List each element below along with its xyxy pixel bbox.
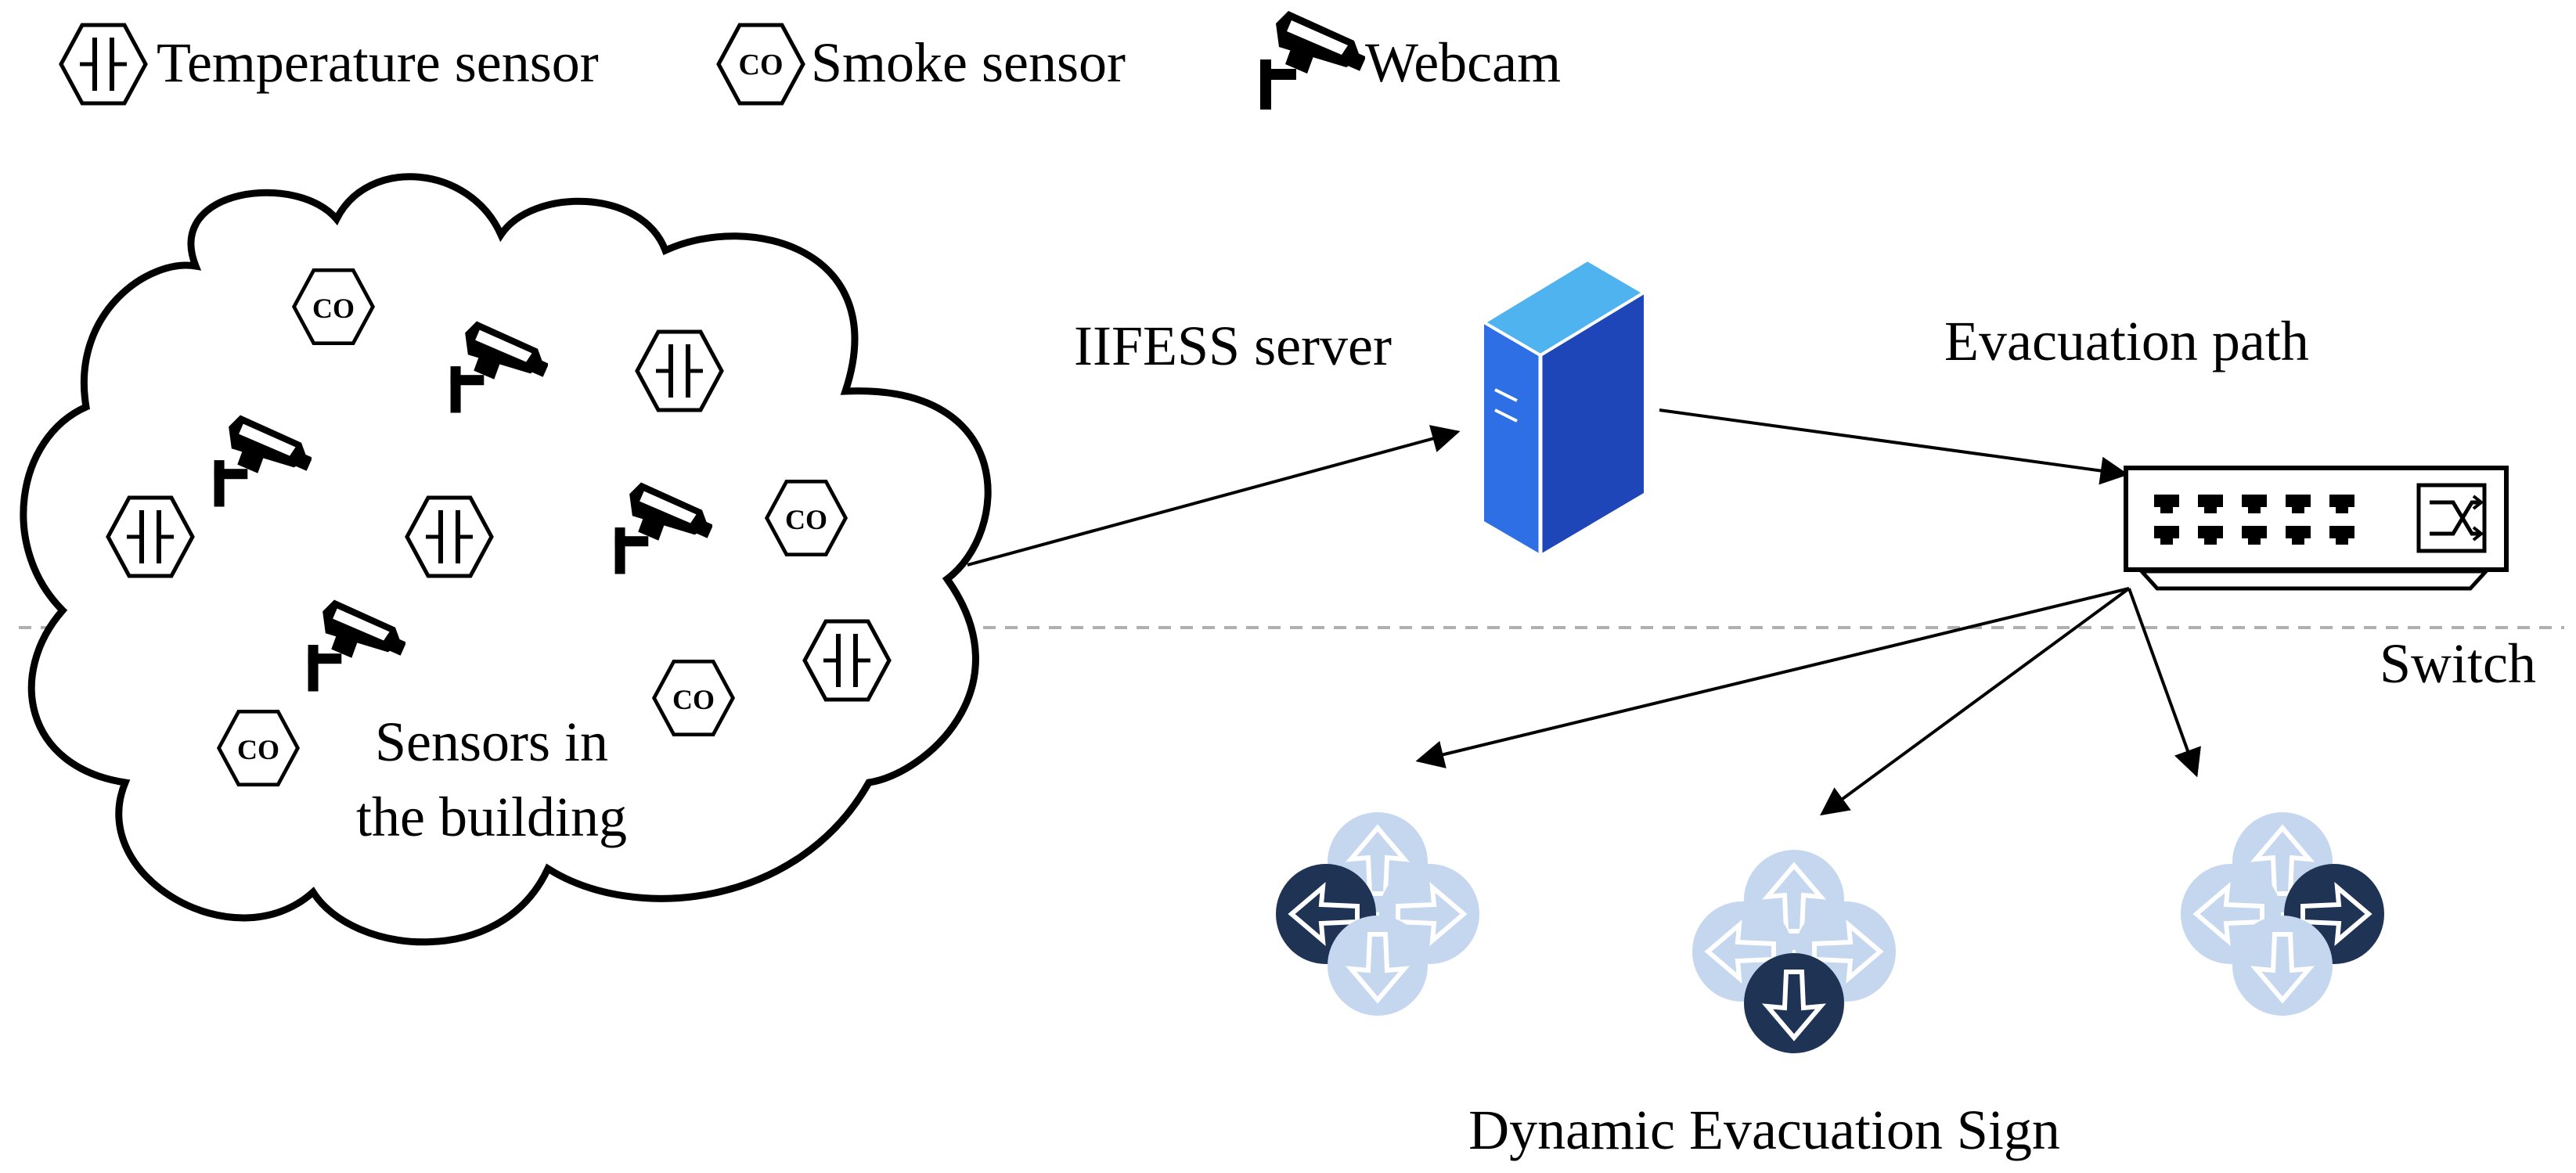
temperature-sensor — [407, 498, 492, 576]
server-icon — [1481, 257, 1647, 554]
arrow-sign-icon-down — [2232, 916, 2333, 1016]
switch-label: Switch — [2380, 632, 2536, 695]
cloud-label-line1: Sensors in — [375, 711, 608, 773]
arrow-sign-icon-down-active — [1744, 953, 1844, 1053]
cloud-label-line2: the building — [356, 786, 627, 848]
legend-smoke-label: Smoke sensor — [811, 31, 1126, 94]
network-switch-icon — [2124, 466, 2509, 591]
svg-text:CO: CO — [672, 684, 715, 715]
evacuation-path-label: Evacuation path — [1944, 310, 2309, 372]
flow-arrows — [967, 408, 2201, 816]
temperature-sensor — [637, 332, 722, 410]
arrow-sign-icon-down — [1328, 916, 1428, 1016]
svg-text:CO: CO — [237, 734, 279, 765]
temperature-sensor — [108, 498, 193, 576]
svg-text:CO: CO — [312, 293, 355, 324]
temperature-sensor-icon — [61, 25, 146, 103]
smoke-sensor: CO — [294, 270, 373, 343]
legend: Temperature sensor CO Smoke sensor Webca… — [61, 11, 1561, 110]
switch-crossover-icon — [2416, 483, 2487, 553]
legend-webcam-label: Webcam — [1365, 31, 1561, 94]
evacuation-sign-group — [1692, 850, 1896, 1053]
smoke-sensor: CO — [219, 711, 298, 784]
arrow-switch-to-sign-middle — [1820, 587, 2131, 816]
smoke-sensor-glyph: CO — [739, 49, 784, 81]
smoke-sensor: CO — [654, 661, 733, 734]
webcam-icon — [1260, 11, 1365, 110]
temperature-sensor — [805, 621, 889, 700]
arrow-cloud-to-server — [967, 425, 1461, 567]
switch-ports — [2154, 495, 2354, 545]
svg-text:CO: CO — [785, 504, 827, 535]
signs-label: Dynamic Evacuation Sign — [1468, 1099, 2060, 1161]
dynamic-evacuation-signs — [1276, 812, 2384, 1053]
legend-temperature-label: Temperature sensor — [157, 31, 599, 94]
server-label: IIFESS server — [1074, 315, 1392, 377]
arrow-switch-to-sign-right — [2127, 588, 2201, 778]
building-sensor-cloud: CO CO CO CO Sensors in the building — [20, 173, 992, 946]
evacuation-sign-group — [1276, 812, 1479, 1016]
arrow-switch-to-sign-left — [1415, 587, 2130, 768]
evacuation-sign-group — [2181, 812, 2384, 1016]
smoke-sensor: CO — [767, 481, 846, 554]
arrow-server-to-switch — [1659, 408, 2129, 485]
